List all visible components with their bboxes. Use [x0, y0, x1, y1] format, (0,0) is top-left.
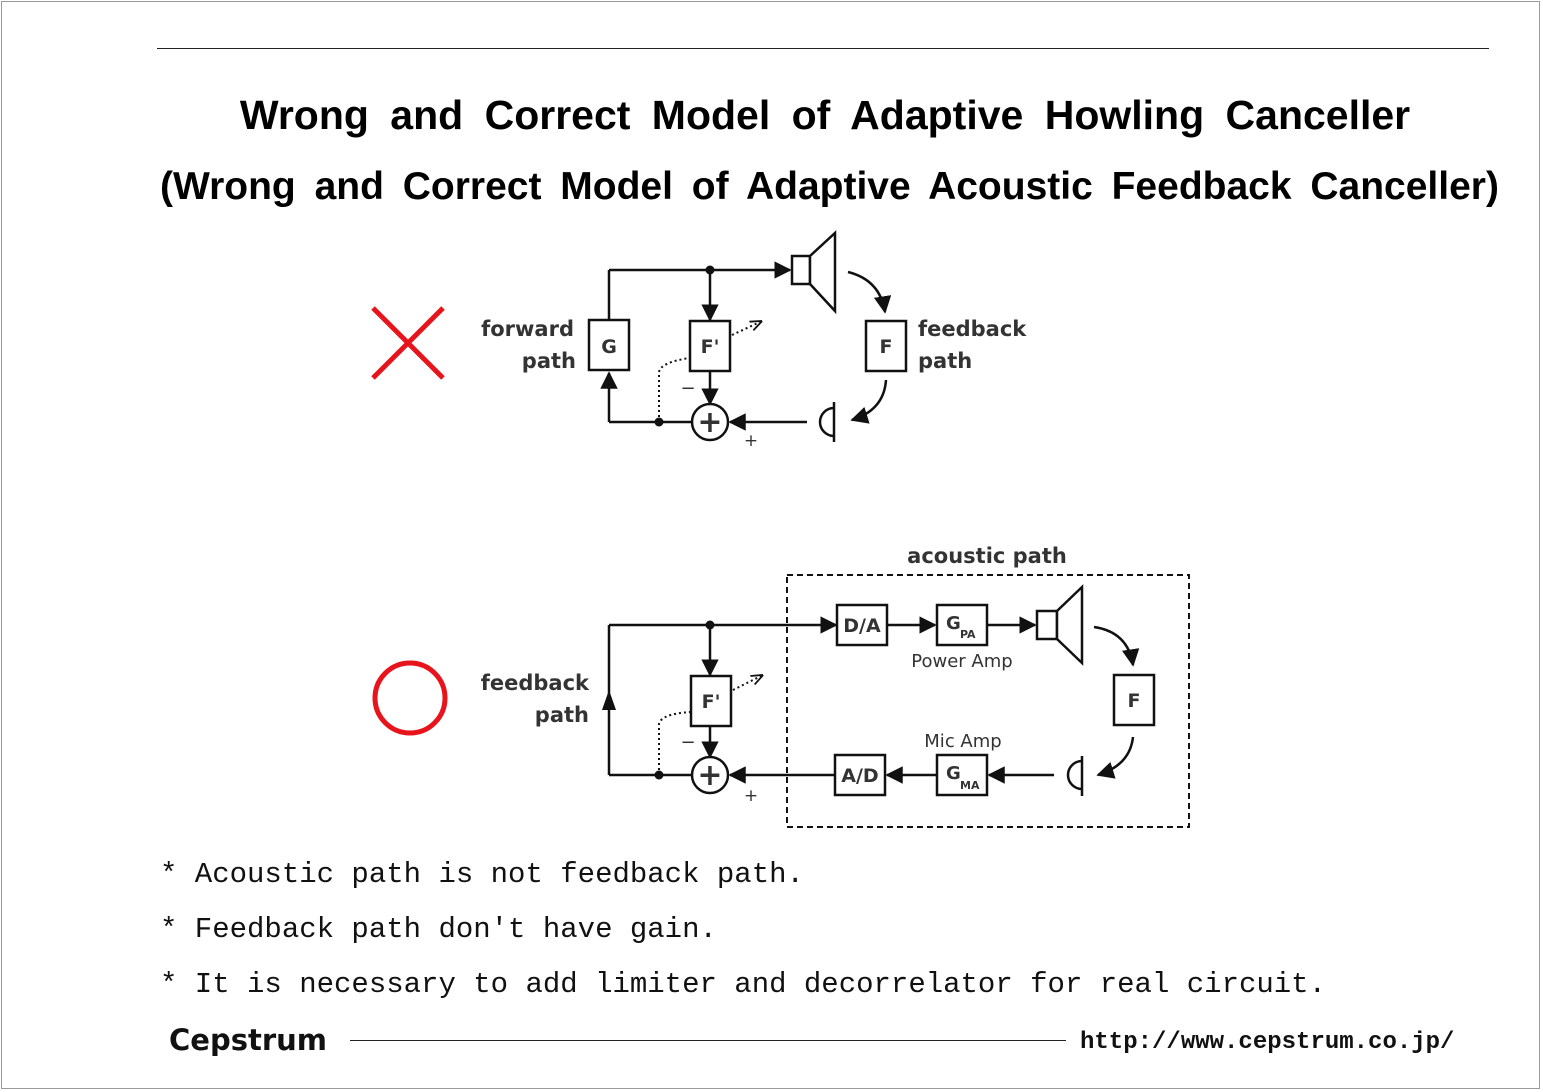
correct-minus-sign: − [680, 732, 695, 753]
wrong-block-g [587, 318, 631, 372]
wrong-block-g-label: G [601, 336, 617, 358]
wrong-speaker-icon [790, 230, 837, 315]
footer-url: http://www.cepstrum.co.jp/ [1080, 1029, 1455, 1056]
correct-block-ad-label: A/D [841, 765, 878, 787]
page-title: Wrong and Correct Model of Adaptive Howl… [239, 92, 1411, 138]
wrong-feedback-label-1: feedback [918, 317, 1027, 341]
top-rule [157, 48, 1489, 49]
footer-brand: Cepstrum [169, 1023, 327, 1057]
wrong-block-f-label: F [880, 336, 893, 358]
correct-block-da-label: D/A [843, 615, 881, 637]
correct-block-da [835, 603, 889, 647]
acoustic-path-label: acoustic path [907, 544, 1067, 568]
wrong-block-f [864, 319, 908, 373]
correct-block-f [1112, 673, 1156, 727]
wrong-block-f-prime-label: F' [701, 336, 720, 358]
wrong-feedback-label-2: path [918, 349, 972, 373]
page-subtitle: (Wrong and Correct Model of Adaptive Aco… [160, 165, 1499, 208]
correct-sum-symbol: + [697, 758, 722, 793]
correct-feedback-label-2: path [535, 703, 589, 727]
note-2: * Feedback path don't have gain. [160, 913, 717, 946]
correct-circle-icon [372, 660, 448, 736]
footer-rule [350, 1040, 1066, 1041]
acoustic-path-box [786, 574, 1190, 828]
note-1: * Acoustic path is not feedback path. [160, 858, 804, 891]
wrong-forward-label-2: path [522, 349, 576, 373]
mic-amp-label: Mic Amp [924, 731, 1001, 752]
correct-block-ad [833, 753, 887, 797]
correct-feedback-label-1: feedback [481, 671, 590, 695]
note-3: * It is necessary to add limiter and dec… [160, 968, 1326, 1001]
correct-block-gma-sub: MA [960, 779, 980, 792]
wrong-plus-sign: + [744, 431, 758, 451]
wrong-sum-symbol: + [697, 405, 722, 440]
correct-mic-icon [1066, 756, 1084, 796]
wrong-model: G F' F − + + forward path feedback pat [371, 230, 1027, 451]
wrong-cross-icon [371, 306, 445, 380]
correct-block-f-label: F [1128, 690, 1141, 712]
correct-speaker-icon [1035, 584, 1084, 666]
wrong-forward-label-1: forward [481, 317, 574, 341]
wrong-mic-icon [818, 402, 836, 442]
correct-block-gpa-main: G [946, 613, 961, 634]
power-amp-label: Power Amp [911, 651, 1012, 672]
wrong-block-f-prime [688, 319, 732, 373]
correct-block-f-prime-label: F' [702, 691, 721, 713]
correct-model: acoustic path D/A G PA Power Amp F [372, 544, 1190, 828]
correct-block-f-prime [689, 674, 733, 728]
correct-block-gma-main: G [946, 763, 961, 784]
correct-block-gpa-sub: PA [960, 628, 976, 641]
correct-plus-sign: + [744, 786, 758, 806]
wrong-minus-sign: − [680, 378, 695, 399]
